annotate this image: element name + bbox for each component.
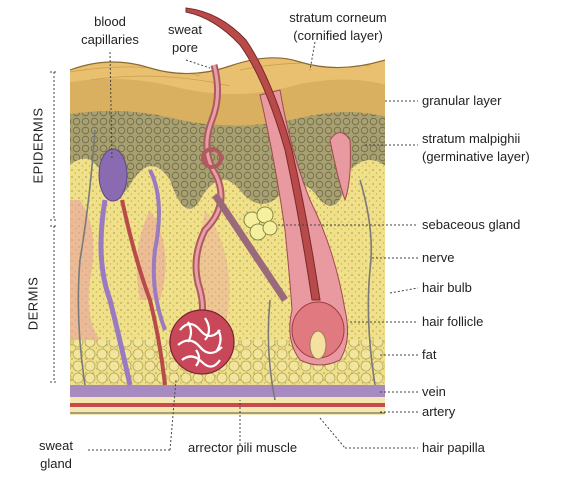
dermis-label: DERMIS (26, 269, 41, 339)
label-artery: artery (422, 404, 455, 420)
label-stratum-corneum-line1: stratum corneum (268, 10, 408, 26)
epidermis-label: EPIDERMIS (31, 106, 46, 186)
label-granular-layer: granular layer (422, 93, 502, 109)
label-fat: fat (422, 347, 436, 363)
sweat-gland-coil (170, 310, 234, 374)
label-sweat-pore-line1: sweat (155, 22, 215, 38)
label-sweat-pore-line2: pore (155, 40, 215, 56)
label-arrector-pili-muscle: arrector pili muscle (188, 440, 297, 456)
label-hair-papilla: hair papilla (422, 440, 485, 456)
label-stratum-corneum-line2: (cornified layer) (268, 28, 408, 44)
label-sweat-gland-line2: gland (28, 456, 84, 472)
label-stratum-malpighii-line2: (germinative layer) (422, 149, 530, 165)
label-sweat-gland-line1: sweat (28, 438, 84, 454)
label-sebaceous-gland: sebaceous gland (422, 217, 520, 233)
label-hair-follicle: hair follicle (422, 314, 483, 330)
label-hair-bulb: hair bulb (422, 280, 472, 296)
label-blood-capillaries-line1: blood (75, 14, 145, 30)
hair-papilla (310, 331, 326, 359)
label-blood-capillaries-line2: capillaries (70, 32, 150, 48)
layer-brackets (50, 72, 58, 382)
label-stratum-malpighii-line1: stratum malpighii (422, 131, 520, 147)
label-vein: vein (422, 384, 446, 400)
label-nerve: nerve (422, 250, 455, 266)
